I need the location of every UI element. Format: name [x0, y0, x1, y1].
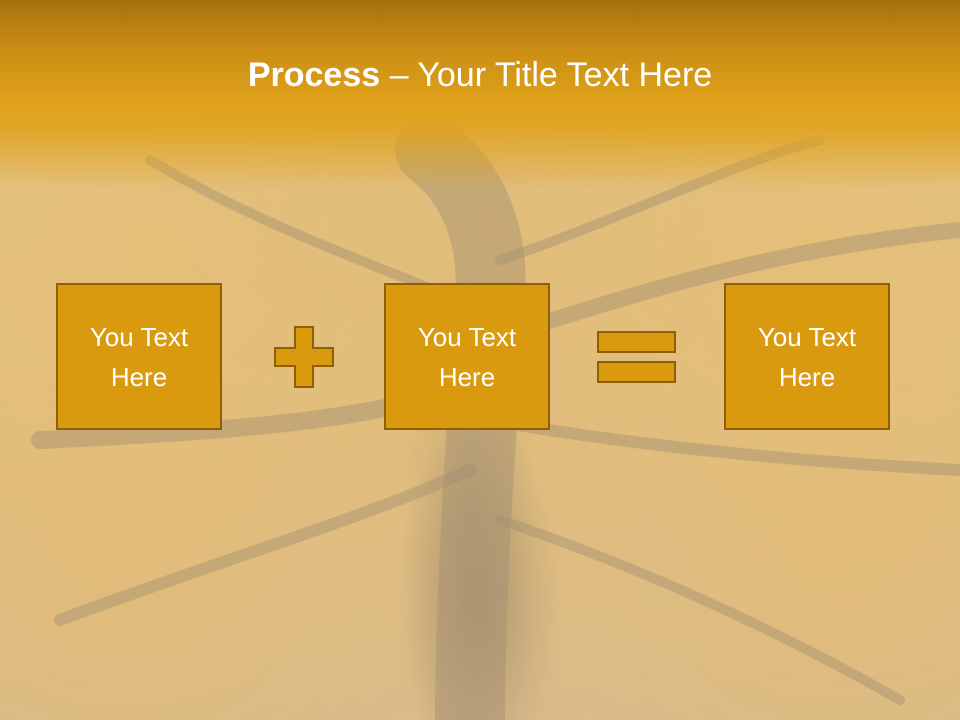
title-rest: – Your Title Text Here — [380, 56, 713, 94]
process-box-2[interactable]: You Text Here — [384, 283, 550, 430]
slide-title: Process – Your Title Text Here — [0, 52, 960, 98]
process-box-3[interactable]: You Text Here — [724, 283, 890, 430]
title-banner — [0, 0, 960, 190]
process-box-1-text: You Text Here — [89, 321, 189, 392]
process-box-1[interactable]: You Text Here — [56, 283, 222, 430]
title-bold: Process — [247, 56, 381, 94]
plus-icon — [274, 326, 334, 388]
process-box-2-text: You Text Here — [417, 321, 517, 392]
equals-icon — [597, 331, 676, 383]
process-box-3-text: You Text Here — [757, 321, 857, 392]
